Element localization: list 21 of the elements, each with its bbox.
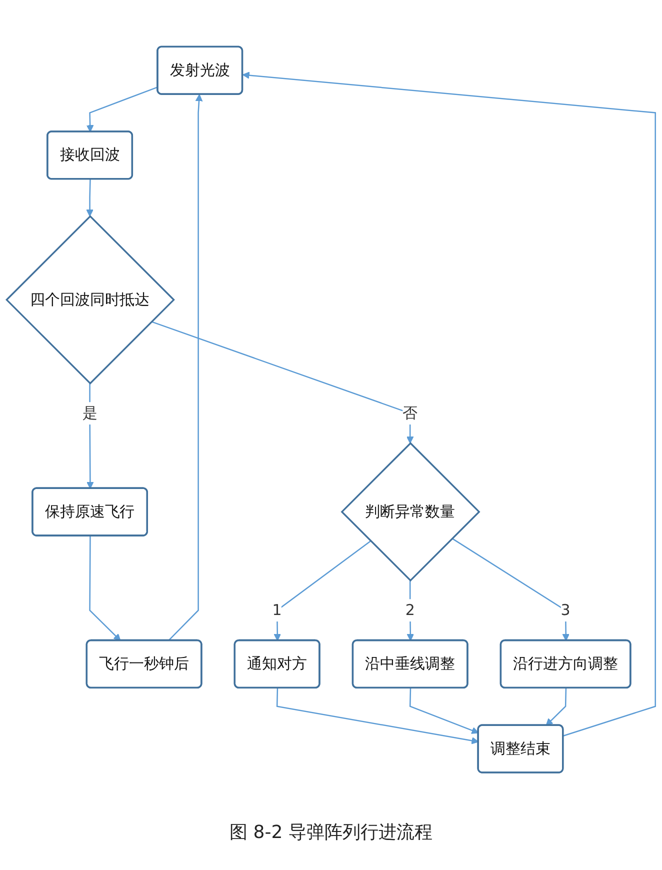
arrow: [86, 86, 158, 133]
arrow: [406, 580, 414, 642]
arrow: [89, 536, 121, 642]
arrow: [86, 180, 94, 218]
node-diamond: 判断异常数量: [340, 442, 480, 582]
arrow: [151, 322, 414, 444]
arrow: [409, 688, 479, 734]
arrow: [86, 384, 94, 490]
arrow: [276, 688, 479, 745]
edge-label: 2: [405, 602, 415, 620]
arrow: [168, 94, 203, 642]
arrow: [274, 540, 372, 642]
arrow: [546, 688, 567, 726]
node-diamond: 四个回波同时抵达: [5, 216, 175, 385]
edge-label: 3: [560, 602, 570, 620]
figure-caption: 图 8-2 导弹阵列行进流程: [230, 822, 432, 843]
edge-label: 否: [402, 405, 418, 422]
arrow: [452, 538, 570, 642]
arrow: [242, 72, 656, 737]
edge-label: 是: [82, 405, 98, 422]
edge-label: 1: [272, 602, 282, 620]
